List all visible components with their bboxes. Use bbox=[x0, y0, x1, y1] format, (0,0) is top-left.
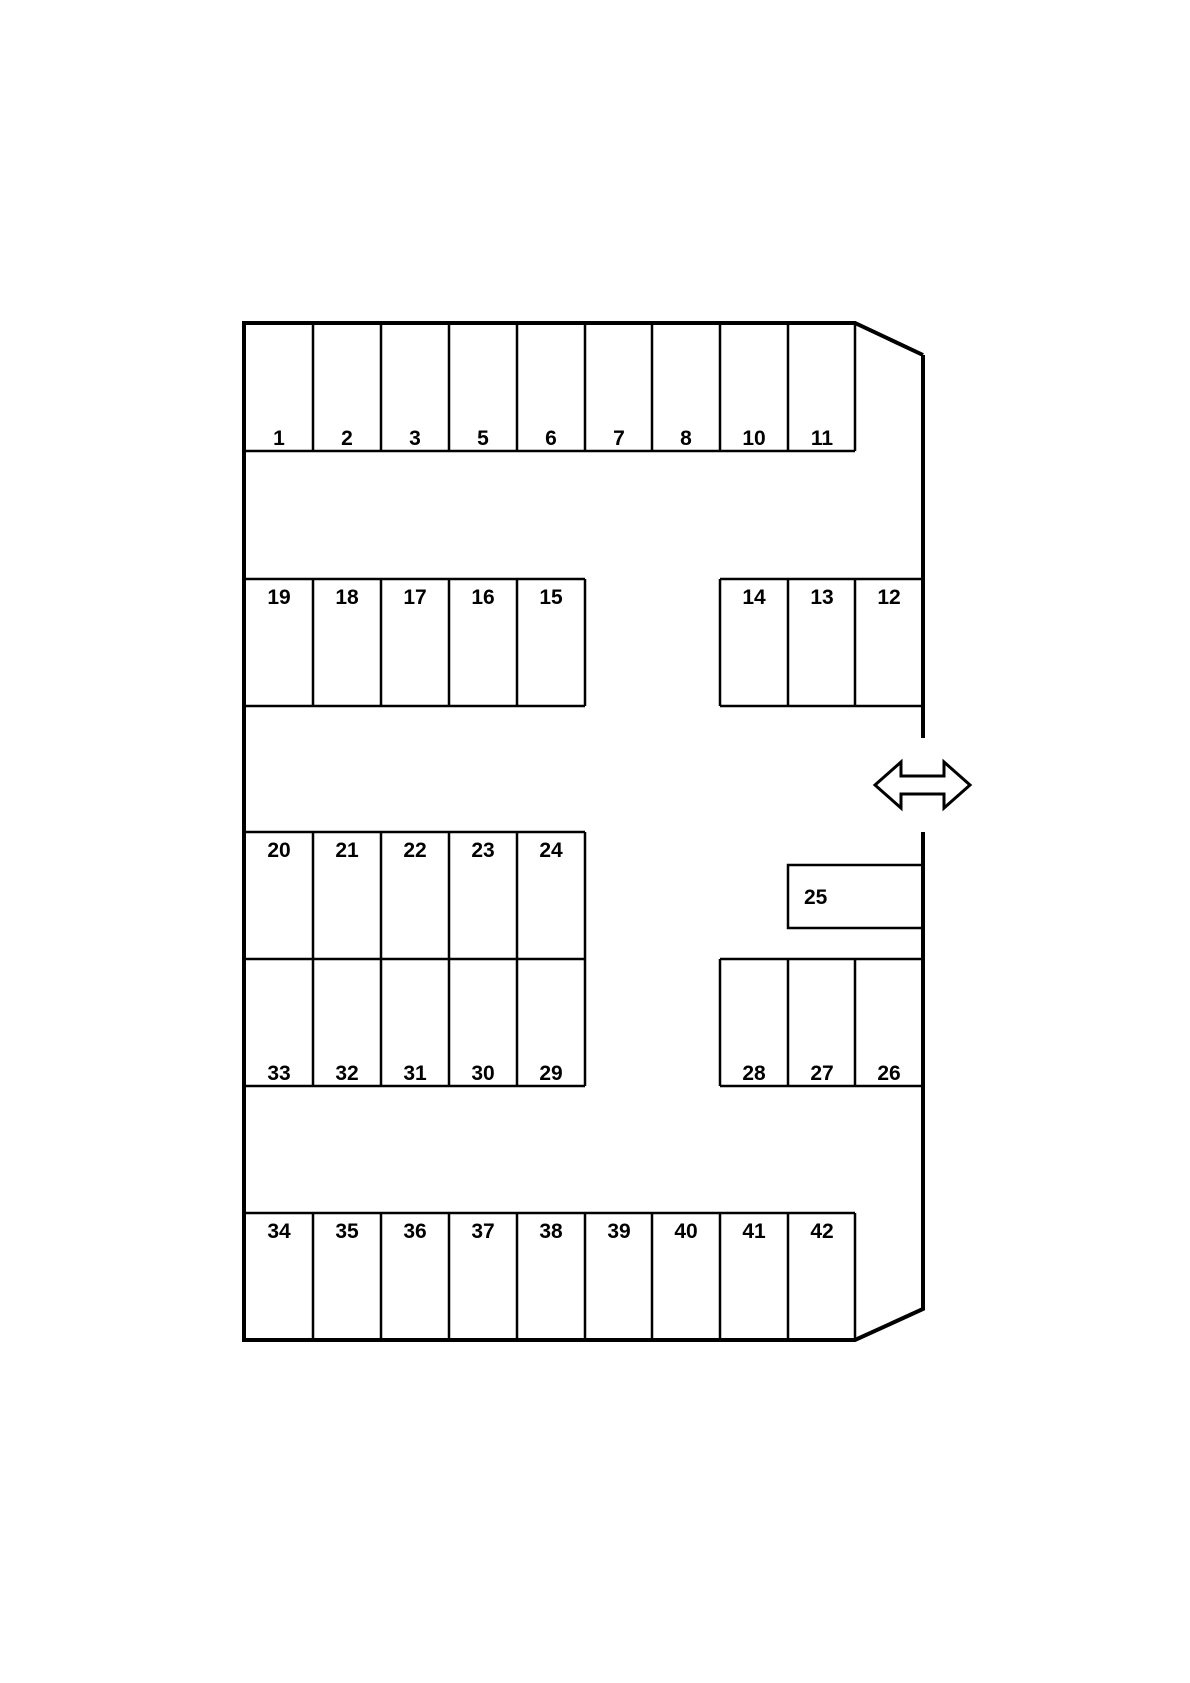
stall-row-second bbox=[244, 577, 923, 708]
stall-number-label: 27 bbox=[810, 1062, 833, 1085]
stall-number-label: 23 bbox=[471, 839, 494, 862]
stall-row-top bbox=[244, 323, 857, 453]
stall-number-label: 6 bbox=[545, 427, 557, 450]
stall-number-label: 10 bbox=[742, 427, 765, 450]
stall-row-bottom bbox=[244, 1211, 857, 1340]
stall-number-label: 39 bbox=[607, 1220, 630, 1243]
stall-number-label: 16 bbox=[471, 586, 494, 609]
stall-number-label: 2 bbox=[341, 427, 353, 450]
stall-number-label: 20 bbox=[267, 839, 290, 862]
stall-number-label: 31 bbox=[403, 1062, 427, 1085]
stall-number-label: 25 bbox=[804, 886, 828, 909]
stall-number-label: 33 bbox=[267, 1062, 290, 1085]
stall-number-label: 12 bbox=[877, 586, 900, 609]
stall-number-label: 37 bbox=[471, 1220, 494, 1243]
stall-number-label: 28 bbox=[742, 1062, 766, 1085]
stall-number-label: 7 bbox=[613, 427, 625, 450]
stall-number-label: 18 bbox=[335, 586, 359, 609]
stall-number-label: 22 bbox=[403, 839, 426, 862]
stall-number-label: 1 bbox=[273, 427, 285, 450]
stall-number-label: 24 bbox=[539, 839, 563, 862]
stall-number-label: 21 bbox=[335, 839, 359, 862]
stall-number-label: 29 bbox=[539, 1062, 562, 1085]
stall-number-label: 14 bbox=[742, 586, 766, 609]
double-arrow-icon bbox=[872, 758, 973, 812]
stall-number-label: 40 bbox=[674, 1220, 697, 1243]
stall-side-25 bbox=[786, 863, 923, 930]
stall-number-label: 38 bbox=[539, 1220, 563, 1243]
stall-number-label: 35 bbox=[335, 1220, 359, 1243]
stall-number-label: 36 bbox=[403, 1220, 426, 1243]
stall-number-label: 17 bbox=[403, 586, 426, 609]
stall-number-label: 3 bbox=[409, 427, 421, 450]
stall-number-label: 19 bbox=[267, 586, 290, 609]
stall-row-fourth-right bbox=[718, 957, 923, 1088]
stall-number-label: 32 bbox=[335, 1062, 358, 1085]
stall-number-label: 11 bbox=[811, 427, 834, 450]
stall-number-label: 30 bbox=[471, 1062, 494, 1085]
stall-number-label: 13 bbox=[810, 586, 833, 609]
stall-row-third bbox=[244, 830, 587, 1088]
stall-number-label: 41 bbox=[742, 1220, 766, 1243]
stall-number-label: 15 bbox=[539, 586, 563, 609]
stall-number-label: 34 bbox=[267, 1220, 291, 1243]
stall-number-label: 26 bbox=[877, 1062, 900, 1085]
stall-number-label: 42 bbox=[810, 1220, 833, 1243]
stall-number-label: 8 bbox=[680, 427, 692, 450]
stall-number-label: 5 bbox=[477, 427, 489, 450]
